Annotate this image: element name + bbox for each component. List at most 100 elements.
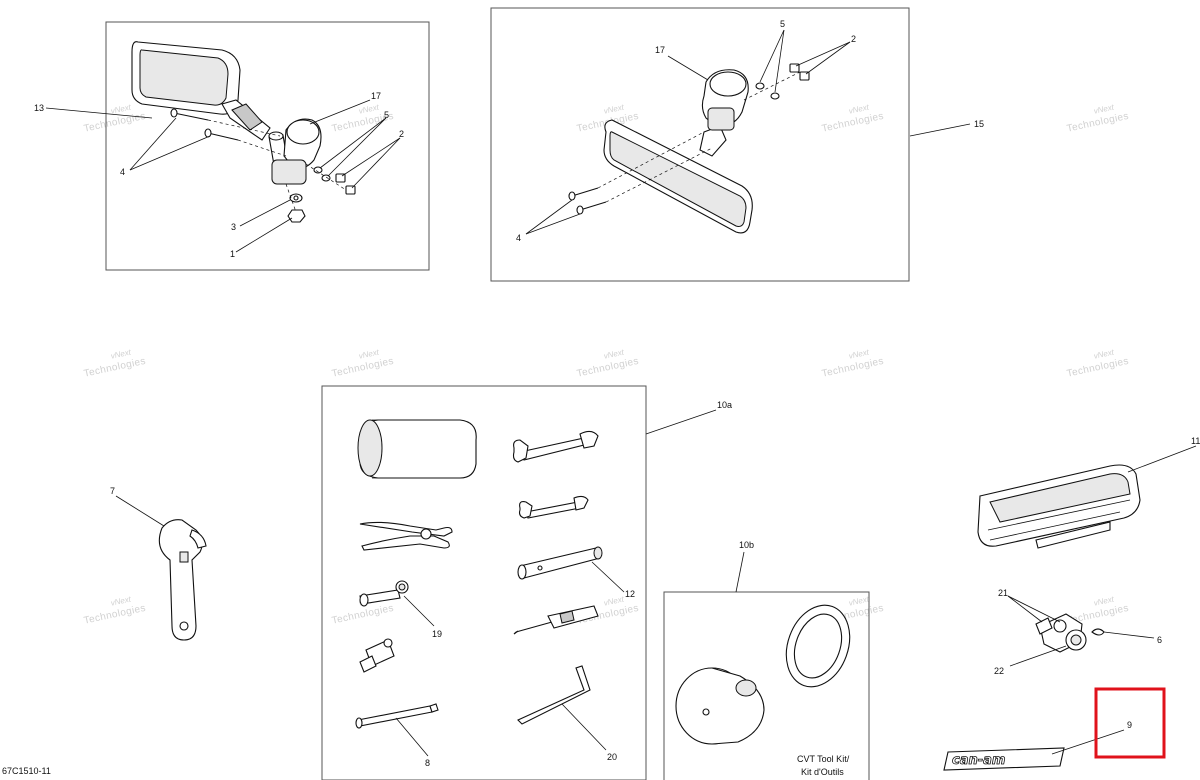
cvt-kit-label-fr: Kit d'Outils — [801, 767, 844, 777]
leader-line — [1007, 595, 1043, 623]
leader-line — [774, 29, 785, 93]
watermark-line1: vNext — [848, 595, 871, 608]
leader-line — [319, 117, 387, 169]
callout-20[interactable]: 20 — [607, 752, 617, 762]
leader-line — [45, 107, 153, 119]
side-mirror-assembly[interactable] — [131, 41, 356, 223]
watermark: vNext Technologies — [83, 595, 147, 627]
key-21[interactable] — [1035, 617, 1053, 635]
nut-2[interactable] — [345, 185, 356, 195]
callout-5[interactable]: 5 — [780, 19, 785, 29]
leader-line — [327, 117, 387, 177]
leader-line — [115, 495, 165, 527]
tool-pouch[interactable] — [357, 419, 477, 479]
can-am-decal-9[interactable]: can-am — [943, 747, 1065, 771]
callout-17[interactable]: 17 — [655, 45, 665, 55]
callout-17[interactable]: 17 — [371, 91, 381, 101]
callout-9[interactable]: 9 — [1127, 720, 1132, 730]
wrench-large[interactable] — [512, 430, 599, 463]
watermark-line1: vNext — [358, 103, 381, 116]
fuse-holder[interactable] — [359, 638, 395, 673]
watermark: vNext Technologies — [1066, 348, 1130, 380]
watermark-line1: vNext — [110, 103, 133, 116]
leader-line — [909, 123, 971, 137]
leader-line — [591, 561, 625, 593]
callout-2[interactable]: 2 — [399, 129, 404, 139]
side-mirror-glass — [139, 49, 229, 106]
callout-8[interactable]: 8 — [425, 758, 430, 768]
watermark-line1: vNext — [603, 103, 626, 116]
leader-line — [129, 135, 211, 171]
callout-11[interactable]: 11 — [1191, 436, 1200, 446]
watermark-line1: vNext — [1093, 595, 1116, 608]
callout-6[interactable]: 6 — [1157, 635, 1162, 645]
callout-2[interactable]: 2 — [851, 34, 856, 44]
callout-5[interactable]: 5 — [384, 110, 389, 120]
callout-22[interactable]: 22 — [994, 666, 1004, 676]
leader-line — [525, 213, 581, 235]
side-mirror-joint — [231, 103, 263, 131]
rearview-mirror-assembly[interactable] — [568, 63, 810, 234]
hex-bolt-19[interactable] — [359, 580, 409, 607]
o-ring-6[interactable] — [1091, 628, 1105, 636]
spanner-wrench-7[interactable] — [158, 519, 207, 641]
callout-12[interactable]: 12 — [625, 589, 635, 599]
leader-line — [129, 117, 177, 171]
leader-line — [341, 137, 401, 177]
rearview-clamp-base — [707, 107, 735, 131]
leader-line — [525, 199, 573, 235]
leader-line — [309, 99, 371, 125]
socket-tool-12[interactable] — [517, 546, 603, 580]
callout-15[interactable]: 15 — [974, 119, 984, 129]
watermark-line1: vNext — [1093, 103, 1116, 116]
watermark-layer: vNext Technologies vNext Technologies vN… — [83, 103, 1130, 627]
leader-line — [735, 551, 745, 593]
callout-21[interactable]: 21 — [998, 588, 1008, 598]
screw-4[interactable] — [576, 147, 713, 215]
pliers[interactable] — [359, 521, 453, 551]
callout-10b[interactable]: 10b — [739, 540, 754, 550]
washer-5[interactable] — [770, 92, 780, 100]
callout-4[interactable]: 4 — [120, 167, 125, 177]
nut-2[interactable] — [335, 173, 346, 183]
nut-1[interactable] — [287, 209, 306, 223]
assembly-line — [743, 71, 801, 101]
leader-line — [1051, 729, 1125, 755]
cvt-puller[interactable] — [675, 667, 765, 745]
callout-3[interactable]: 3 — [231, 222, 236, 232]
leader-line — [795, 41, 851, 67]
callout-7[interactable]: 7 — [110, 486, 115, 496]
watermark: vNext Technologies — [821, 103, 885, 135]
leader-line — [645, 409, 717, 435]
watermark-line1: vNext — [603, 348, 626, 361]
assembly-line — [305, 163, 347, 191]
callout-10a[interactable]: 10a — [717, 400, 732, 410]
leader-line — [1009, 645, 1067, 667]
screw-4[interactable] — [568, 131, 705, 201]
hex-driver-8[interactable] — [355, 703, 439, 729]
washer-5[interactable] — [755, 82, 765, 90]
callout-19[interactable]: 19 — [432, 629, 442, 639]
washer-5[interactable] — [313, 166, 323, 174]
rearview-clamp-ring — [709, 71, 747, 97]
screw-4[interactable] — [170, 108, 281, 137]
can-am-logo-text: can-am — [952, 753, 1005, 768]
watermark-line1: vNext — [603, 595, 626, 608]
cvt-spacer-ring[interactable] — [775, 596, 860, 695]
washer-5[interactable] — [321, 174, 331, 182]
mirror-clamp-ring — [286, 119, 320, 145]
callout-4[interactable]: 4 — [516, 233, 521, 243]
leader-line — [235, 217, 293, 253]
l-hex-key-20[interactable] — [517, 665, 591, 725]
wrench-small[interactable] — [518, 495, 589, 519]
cvt-kit-label-en: CVT Tool Kit/ — [797, 754, 850, 764]
storage-bag-11[interactable] — [977, 464, 1141, 549]
callout-13[interactable]: 13 — [34, 103, 44, 113]
watermark-line1: vNext — [110, 595, 133, 608]
screwdriver[interactable] — [513, 605, 599, 635]
rearview-mirror-frame — [490, 7, 910, 282]
callout-1[interactable]: 1 — [230, 249, 235, 259]
watermark: vNext Technologies — [331, 348, 395, 380]
watermark-line1: vNext — [1093, 348, 1116, 361]
nut-2[interactable] — [799, 71, 810, 81]
